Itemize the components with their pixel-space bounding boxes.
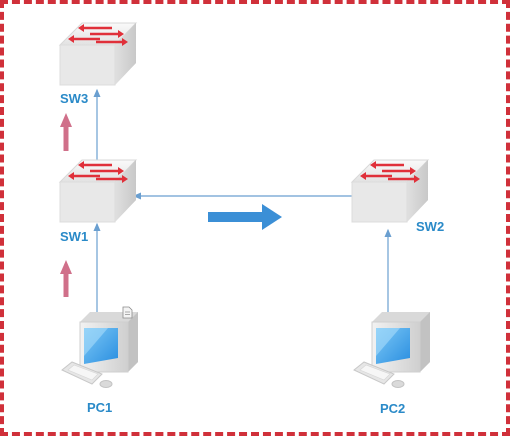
arrow-right-icon <box>208 204 282 230</box>
sw1-label: SW1 <box>60 229 89 244</box>
sw2-label: SW2 <box>416 219 445 234</box>
computer-icon[interactable] <box>353 312 430 388</box>
switch-icon[interactable] <box>58 159 138 223</box>
sw3-label: SW3 <box>60 91 89 106</box>
document-icon <box>122 306 133 319</box>
arrow-up-icon <box>60 113 72 151</box>
switch-icon[interactable] <box>58 22 138 86</box>
pc2-label: PC2 <box>380 401 406 416</box>
switch-icon[interactable] <box>350 159 430 223</box>
computer-icon[interactable] <box>61 312 138 388</box>
pc1-label: PC1 <box>87 400 113 415</box>
arrow-up-icon <box>60 260 72 297</box>
